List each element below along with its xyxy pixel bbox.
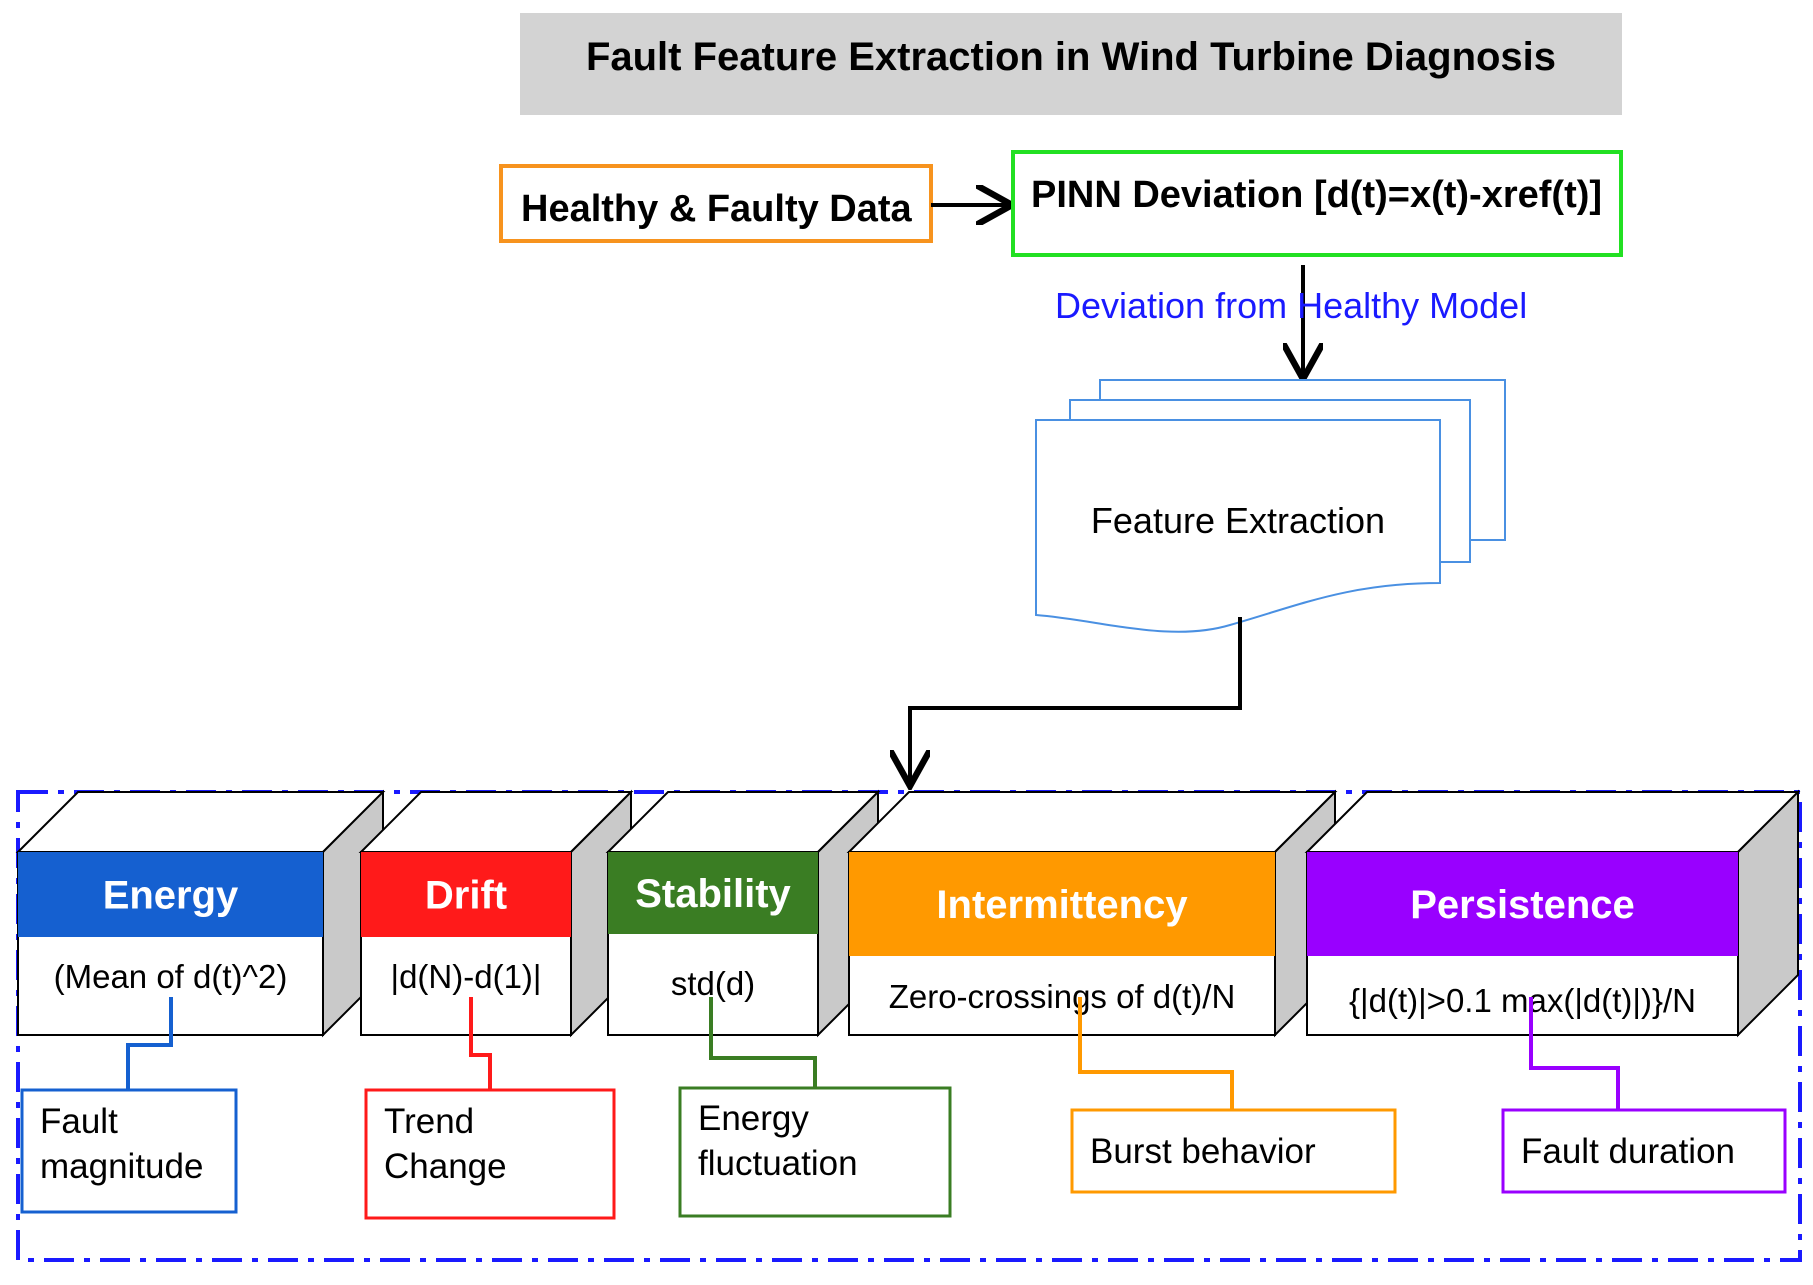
feature-note-text: Fault xyxy=(40,1102,118,1141)
feature-formula: std(d) xyxy=(671,965,755,1002)
feature-note-text: Fault duration xyxy=(1521,1132,1735,1171)
feature-persistence: Persistence {|d(t)|>0.1 max(|d(t)|)}/N Fau… xyxy=(1304,789,1801,1194)
feature-note-text: fluctuation xyxy=(698,1144,858,1183)
feature-note-text: magnitude xyxy=(40,1147,203,1186)
feature-block-top-face xyxy=(1304,791,1801,853)
feature-note-box xyxy=(20,1088,238,1214)
feature-note-connector xyxy=(126,997,173,1090)
diagram-title: Fault Feature Extraction in Wind Turbine… xyxy=(586,35,1556,79)
feature-header-band xyxy=(849,852,1275,956)
feature-name: Drift xyxy=(425,874,507,918)
pinn-deviation-node: PINN Deviation [d(t)=x(t)-xref(t)] xyxy=(1011,150,1623,257)
feature-note-box xyxy=(1501,1108,1787,1194)
feature-name: Intermittency xyxy=(936,883,1188,927)
feature-note-box xyxy=(364,1088,616,1220)
input-data-node: Healthy & Faulty Data xyxy=(499,164,933,243)
feature-note-connector xyxy=(709,997,817,1088)
feature-note-box xyxy=(678,1086,952,1218)
input-data-box xyxy=(499,164,933,243)
title-background xyxy=(520,13,1622,115)
document-layer-front xyxy=(1035,419,1441,633)
feature-formula: Zero-crossings of d(t)/N xyxy=(889,978,1236,1015)
title-banner: Fault Feature Extraction in Wind Turbine… xyxy=(520,13,1622,115)
pinn-deviation-label: PINN Deviation [d(t)=x(t)-xref(t)] xyxy=(1031,174,1602,216)
feature-energy: Energy (Mean of d(t)^2) Fault magnitude xyxy=(15,789,386,1214)
feature-block-top-face xyxy=(15,791,386,853)
feature-formula: (Mean of d(t)^2) xyxy=(54,958,288,995)
feature-formula: {|d(t)|>0.1 max(|d(t)|)}/N xyxy=(1349,982,1696,1019)
feature-blocks: Energy (Mean of d(t)^2) Fault magnitude Drif… xyxy=(15,789,1801,1220)
edge-label-deviation: Deviation from Healthy Model xyxy=(1055,285,1527,326)
feature-note-connector xyxy=(1529,997,1620,1110)
feature-formula: |d(N)-d(1)| xyxy=(391,958,542,995)
extraction-to-features-arrow xyxy=(910,617,1242,782)
feature-header-band xyxy=(18,852,323,937)
input-data-label: Healthy & Faulty Data xyxy=(521,188,913,230)
feature-note-connector xyxy=(1078,997,1234,1110)
feature-block-top-face xyxy=(846,791,1338,853)
feature-header-band xyxy=(1307,852,1738,956)
feature-note-text: Burst behavior xyxy=(1090,1132,1316,1171)
pinn-deviation-box xyxy=(1011,150,1623,257)
feature-note-text: Trend xyxy=(384,1102,474,1141)
feature-note-connector xyxy=(469,997,492,1090)
feature-header-band xyxy=(608,852,818,934)
feature-header-band xyxy=(361,852,571,937)
feature-name: Stability xyxy=(635,872,791,916)
feature-name: Energy xyxy=(103,874,239,918)
feature-note-box xyxy=(1070,1108,1397,1194)
feature-extraction-node: Feature Extraction xyxy=(1035,379,1506,633)
feature-name: Persistence xyxy=(1410,883,1635,927)
feature-extraction-label: Feature Extraction xyxy=(1091,500,1385,541)
feature-note-text: Change xyxy=(384,1147,507,1186)
feature-note-text: Energy xyxy=(698,1099,809,1138)
